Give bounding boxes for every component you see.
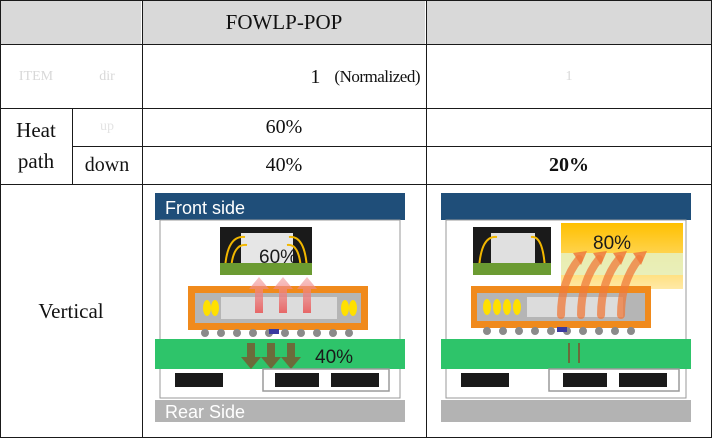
pad-left	[175, 373, 223, 387]
top-substrate-right	[473, 263, 551, 275]
up-col1-value: 60%	[265, 116, 303, 138]
grid-v1	[142, 0, 143, 438]
normalized-value: 1 (Normalized)	[142, 45, 426, 108]
top-die-inner-right	[491, 233, 535, 265]
rear-side-label: Rear Side	[165, 402, 245, 422]
front-bar-right	[441, 193, 691, 220]
diagram-col2: 80%	[441, 193, 693, 427]
small-down-arrows	[568, 343, 580, 363]
grid-h2	[0, 108, 712, 109]
heat-curve-arrows	[557, 255, 643, 319]
pad-mid	[275, 373, 319, 387]
right-up-pct: 80%	[593, 233, 631, 254]
diagram-fowlp-pop: Front side	[155, 193, 407, 427]
heat-path-label: Heat path	[0, 108, 72, 184]
grid-top	[0, 0, 712, 1]
socket-frame	[262, 368, 390, 392]
via-right-1	[341, 300, 349, 316]
mid-die-right	[527, 297, 623, 317]
via-right-2	[349, 300, 357, 316]
header-bg-col1	[143, 1, 425, 44]
top-substrate	[220, 263, 312, 275]
bump-row-right	[483, 327, 635, 335]
via-r-2	[493, 299, 501, 315]
rear-bar-right	[441, 400, 691, 422]
down-col1-value: 40%	[265, 154, 303, 176]
front-side-bar	[155, 193, 405, 220]
heat-down-arrows	[241, 343, 301, 369]
vertical-label: Vertical	[38, 298, 104, 323]
normalized-value-col2: 1	[565, 68, 573, 84]
pad-left-right	[461, 373, 509, 387]
pcb-board-right	[441, 339, 691, 369]
row-item-label: ITEM	[18, 68, 54, 84]
grid-h3	[72, 146, 712, 147]
rear-side-bar	[155, 400, 405, 422]
via-left-2	[211, 300, 219, 316]
normalized-note: (Normalized)	[334, 67, 420, 86]
pad-mid-right	[563, 373, 607, 387]
via-r-1	[483, 299, 491, 315]
heat-up-arrows	[249, 277, 317, 313]
via-r-3	[503, 299, 511, 315]
left-up-pct: 60%	[259, 247, 297, 268]
up-label: up	[100, 119, 114, 134]
socket-frame-right	[548, 368, 680, 392]
heat-label: Heat	[16, 118, 56, 142]
via-left-1	[203, 300, 211, 316]
front-side-label: Front side	[165, 198, 245, 218]
pad-right-right	[619, 373, 667, 387]
grid-v2	[426, 0, 427, 438]
grid-left	[0, 0, 1, 438]
pad-right	[331, 373, 379, 387]
chip-marker	[269, 329, 279, 334]
grid-h1	[0, 44, 712, 45]
up-col2-value	[426, 108, 712, 146]
header-bg-col2	[427, 1, 711, 44]
down-col2-value: 20%	[549, 154, 589, 176]
via-r-4	[513, 299, 521, 315]
pcb-board	[155, 339, 405, 369]
normalized-number: 1	[310, 65, 321, 88]
header-bg-label	[1, 1, 141, 44]
grid-v-sub	[72, 108, 73, 184]
path-label: path	[17, 149, 55, 173]
down-label: down	[84, 154, 130, 176]
heat-curve-heads	[573, 251, 647, 265]
left-down-pct: 40%	[315, 347, 353, 368]
header-fowlp-pop: FOWLP-POP	[225, 10, 343, 34]
chip-marker-right	[557, 327, 567, 332]
header-col2	[426, 0, 712, 45]
row-dir-label: dir	[99, 68, 115, 84]
grid-h4	[0, 184, 712, 185]
